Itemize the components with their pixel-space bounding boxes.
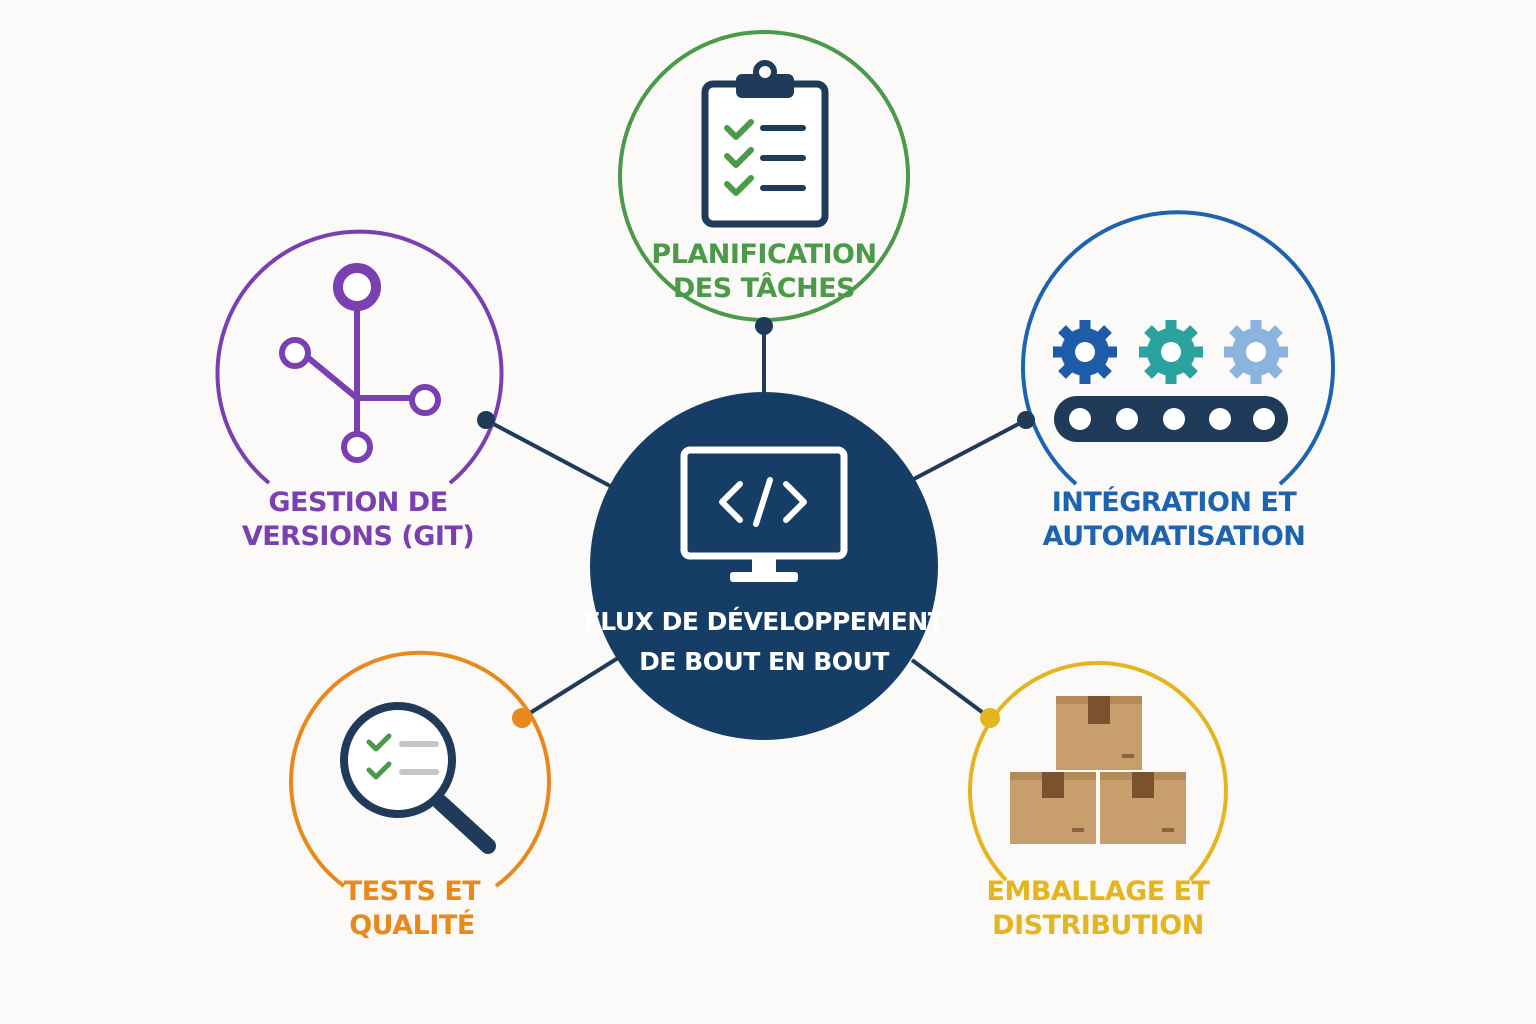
center-label: FLUX DE DÉVELOPPEMENT DE BOUT EN BOUT [584,602,945,682]
code-monitor-icon [680,446,848,582]
integration-dot [1017,411,1035,429]
integration-label: INTÉGRATION ET AUTOMATISATION [1043,486,1306,554]
planning-node [618,30,910,335]
packaging-dot [980,708,1000,728]
git-label-line1: GESTION DE [268,487,448,518]
gear-light-icon [1224,320,1288,384]
boxes-icon [1010,696,1186,844]
planning-label-line1: PLANIFICATION [651,239,877,270]
git-ring [215,229,504,485]
integration-label-line2: AUTOMATISATION [1042,521,1306,552]
connector-packaging [910,658,992,720]
git-dot [477,411,495,429]
box-top-icon [1056,696,1142,770]
center-label-line2: DE BOUT EN BOUT [639,647,889,676]
integration-label-line1: INTÉGRATION ET [1051,487,1297,518]
box-right-icon [1100,772,1186,844]
integration-ring [1021,210,1335,486]
packaging-label-line2: DISTRIBUTION [992,910,1204,941]
center-node [590,392,938,740]
tests-dot [512,708,532,728]
clipboard-checklist-icon [701,60,829,228]
tests-label-line1: TESTS ET [343,876,481,907]
box-left-icon [1010,772,1096,844]
integration-node [1017,210,1335,486]
git-branch-icon [279,263,441,463]
planning-dot [755,317,773,335]
conveyor-belt-icon [1054,396,1288,442]
magnifier-checklist-icon [340,702,496,854]
tests-label: TESTS ET QUALITÉ [343,875,481,943]
git-label: GESTION DE VERSIONS (GIT) [241,486,475,554]
packaging-label-line1: EMBALLAGE ET [986,876,1210,907]
tests-node [289,650,551,888]
git-label-line2: VERSIONS (GIT) [241,521,475,552]
packaging-node [968,661,1228,882]
gears-conveyor-icon [1053,320,1288,442]
packaging-ring [968,661,1228,882]
planning-label-line2: DES TÂCHES [672,273,856,304]
gear-dark-icon [1053,320,1117,384]
git-node [215,229,504,485]
planning-label: PLANIFICATION DES TÂCHES [651,238,877,306]
tests-label-line2: QUALITÉ [349,910,475,941]
connector-tests [520,656,620,720]
tests-ring [289,650,551,888]
connector-git [485,418,613,489]
connector-integration [911,418,1027,482]
packaging-label: EMBALLAGE ET DISTRIBUTION [987,875,1210,943]
center-label-line1: FLUX DE DÉVELOPPEMENT [583,607,945,636]
gear-teal-icon [1139,320,1203,384]
